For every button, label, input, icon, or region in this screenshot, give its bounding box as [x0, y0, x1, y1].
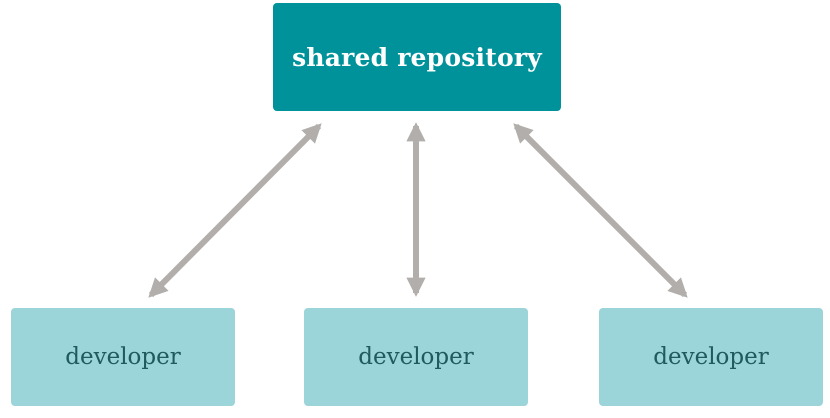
developer-box-left: developer: [11, 308, 235, 406]
shared-repository-label: shared repository: [292, 42, 542, 72]
developer-label: developer: [358, 344, 474, 370]
arrow-right-developer: [513, 123, 688, 298]
developer-label: developer: [65, 344, 181, 370]
developer-box-center: developer: [304, 308, 528, 406]
developer-label: developer: [653, 344, 769, 370]
shared-repository-box: shared repository: [273, 3, 561, 111]
developer-box-right: developer: [599, 308, 823, 406]
arrow-left-developer: [148, 123, 322, 298]
